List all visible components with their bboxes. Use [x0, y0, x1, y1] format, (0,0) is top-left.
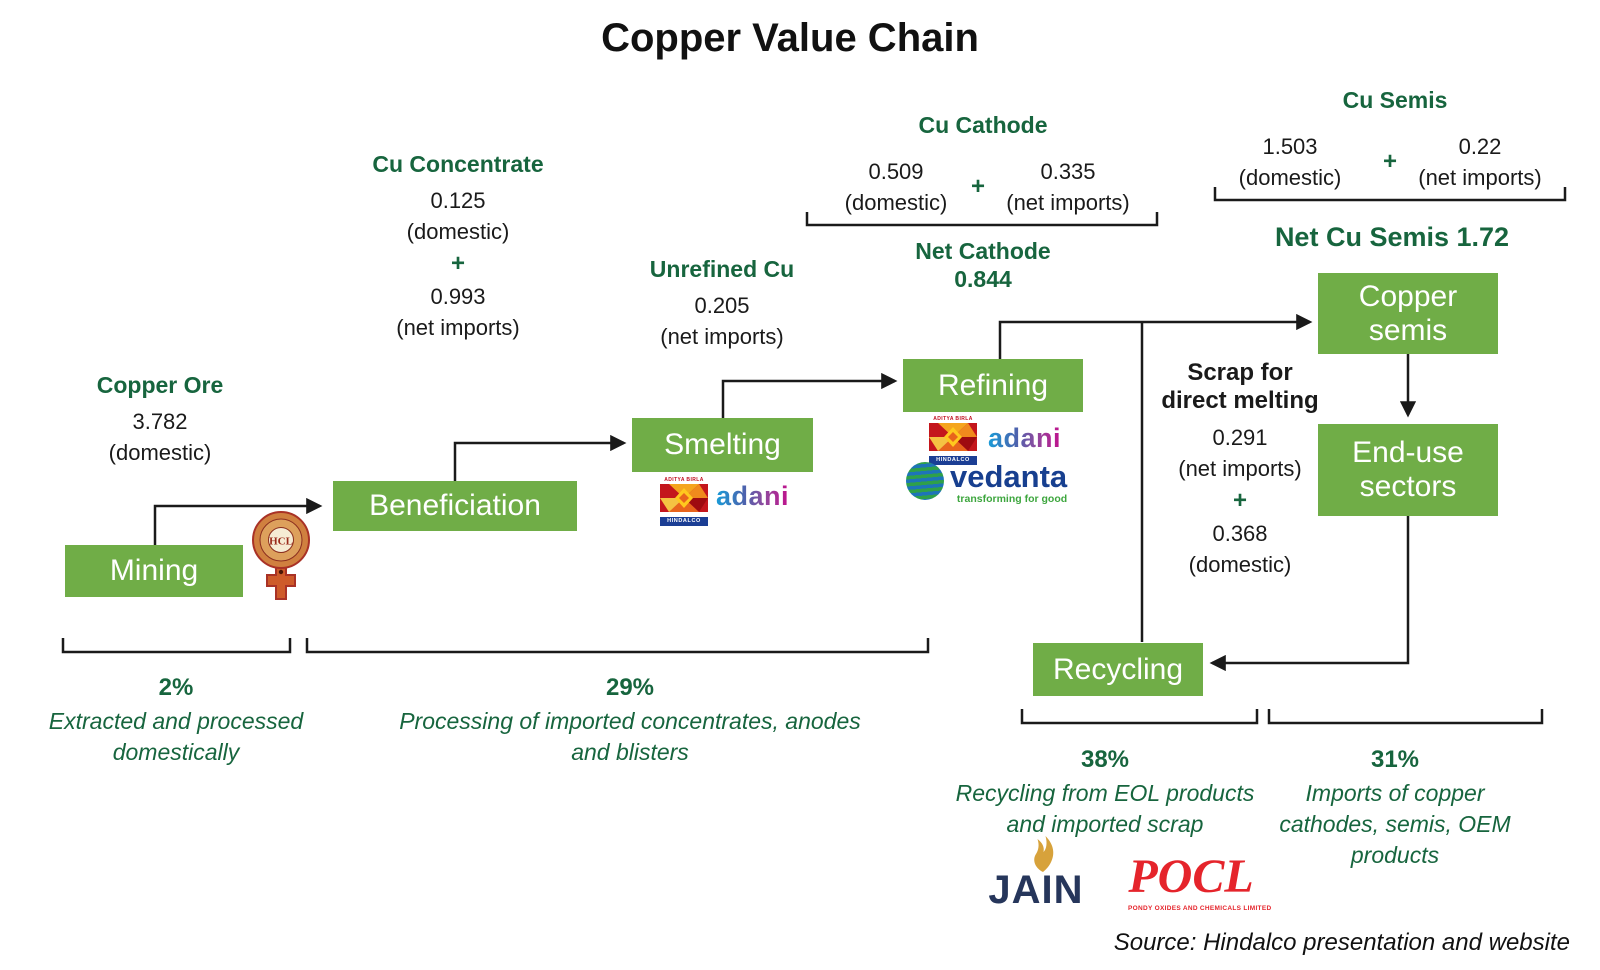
adani-logo: adani [716, 481, 789, 512]
node-refining: Refining [903, 359, 1083, 412]
cu-semis-value2: 0.22 [1458, 134, 1502, 159]
cu-cathode-value1: 0.509 [868, 159, 924, 184]
vedanta-logo: vedanta transforming for good [906, 459, 1068, 505]
cu-concentrate-value2: 0.993 [430, 284, 486, 309]
node-mining: Mining [65, 545, 243, 597]
vedanta-label: vedanta [950, 459, 1068, 494]
hcl-logo: HCL [249, 510, 313, 607]
plus-sign: + [450, 250, 465, 277]
cu-concentrate-value1: 0.125 [430, 188, 486, 213]
aditya-birla-sun-icon [929, 423, 977, 451]
pocl-label: POCL [1128, 850, 1254, 903]
cu-concentrate-note2: (net imports) [396, 315, 520, 340]
bracket-share-recycling [1020, 709, 1259, 725]
node-recycling: Recycling [1033, 643, 1203, 696]
cu-cathode-imports: 0.335 (net imports) [978, 156, 1158, 218]
adani-logo: adani [988, 423, 1061, 454]
plus-sign: + [970, 173, 985, 200]
unrefined-cu-heading: Unrefined Cu [649, 256, 795, 282]
label-cu-concentrate: Cu Concentrate 0.125 (domestic) + 0.993 … [338, 151, 578, 343]
jain-flame-icon [1034, 836, 1054, 872]
share-recycling-caption: Recycling from EOL products and imported… [955, 780, 1255, 837]
scrap-value2: 0.368 [1212, 521, 1268, 546]
node-beneficiation: Beneficiation [333, 481, 577, 531]
connector-beneficiation-smelting [453, 434, 627, 481]
bracket-share-domestic [61, 638, 292, 654]
cu-cathode-domestic: 0.509 (domestic) [806, 156, 986, 218]
cu-cathode-note2: (net imports) [1006, 190, 1130, 215]
share-recycling-pct: 38% [1080, 746, 1130, 773]
hindalco-logo: ADITYA BIRLA HINDALCO [660, 477, 708, 526]
copper-ore-value: 3.782 [132, 409, 188, 434]
cu-semis-domestic: 1.503 (domestic) [1200, 131, 1380, 193]
cu-cathode-note1: (domestic) [844, 190, 948, 215]
share-domestic-pct: 2% [158, 674, 194, 701]
cu-semis-note2: (net imports) [1418, 165, 1542, 190]
plus-sign: + [1382, 148, 1397, 175]
cu-semis-imports: 0.22 (net imports) [1390, 131, 1570, 193]
hindalco-label: HINDALCO [929, 456, 977, 465]
net-cu-semis-heading: Net Cu Semis 1.72 [1274, 222, 1510, 252]
source-note: Source: Hindalco presentation and websit… [1113, 929, 1570, 956]
share-imports-pct: 31% [1370, 746, 1420, 773]
unrefined-cu-note: (net imports) [660, 324, 784, 349]
bracket-share-processing [305, 638, 930, 654]
plus-sign: + [1232, 487, 1247, 514]
vedanta-tagline: transforming for good [956, 493, 1068, 505]
unrefined-cu-value: 0.205 [694, 293, 750, 318]
connector-smelting-refining [721, 372, 898, 418]
aditya-birla-label: ADITYA BIRLA [933, 416, 973, 422]
bracket-share-imports [1267, 709, 1544, 725]
label-unrefined-cu: Unrefined Cu 0.205 (net imports) [602, 256, 842, 352]
cu-semis-value1: 1.503 [1262, 134, 1318, 159]
node-copper-semis: Copper semis [1318, 273, 1498, 354]
label-copper-ore: Copper Ore 3.782 (domestic) [35, 372, 285, 468]
copper-ore-note: (domestic) [108, 440, 212, 465]
cu-cathode-value2: 0.335 [1040, 159, 1096, 184]
adani-label: adani [716, 481, 790, 511]
cu-cathode-heading: Cu Cathode [918, 112, 1048, 138]
scrap-note2: (domestic) [1188, 552, 1292, 577]
scrap-note1: (net imports) [1178, 456, 1302, 481]
hindalco-label: HINDALCO [660, 517, 708, 526]
aditya-birla-sun-icon [660, 484, 708, 512]
adani-label: adani [988, 423, 1062, 453]
share-processing-pct: 29% [605, 674, 655, 701]
cu-concentrate-note1: (domestic) [406, 219, 510, 244]
share-domestic-caption: Extracted and processed domestically [48, 708, 304, 765]
jain-label: JAIN [988, 868, 1084, 912]
cu-semis-note1: (domestic) [1238, 165, 1342, 190]
label-scrap: Scrap for direct melting 0.291 (net impo… [1128, 359, 1352, 580]
cu-semis-heading: Cu Semis [1342, 87, 1448, 113]
scrap-heading: Scrap for direct melting [1161, 359, 1319, 414]
node-end-use-sectors: End-use sectors [1318, 424, 1498, 516]
pocl-tagline: PONDY OXIDES AND CHEMICALS LIMITED [1128, 905, 1272, 912]
connector-refining-copper-semis [998, 313, 1313, 359]
page-title: Copper Value Chain [601, 16, 979, 60]
net-cathode-value: 0.844 [954, 266, 1012, 292]
copper-ore-heading: Copper Ore [96, 372, 224, 398]
share-processing-caption: Processing of imported concentrates, ano… [399, 708, 861, 765]
cu-concentrate-heading: Cu Concentrate [372, 151, 544, 177]
aditya-birla-label: ADITYA BIRLA [664, 477, 704, 483]
vedanta-globe-icon [906, 462, 944, 500]
hcl-monogram: HCL [269, 536, 293, 548]
hindalco-logo: ADITYA BIRLA HINDALCO [929, 416, 977, 465]
pocl-logo: POCL PONDY OXIDES AND CHEMICALS LIMITED [1128, 850, 1272, 913]
share-imports-caption: Imports of copper cathodes, semis, OEM p… [1279, 780, 1511, 868]
scrap-value1: 0.291 [1212, 425, 1268, 450]
jain-logo: JAIN [978, 833, 1094, 910]
node-smelting: Smelting [632, 418, 813, 472]
net-cathode-heading: Net Cathode [915, 238, 1051, 264]
